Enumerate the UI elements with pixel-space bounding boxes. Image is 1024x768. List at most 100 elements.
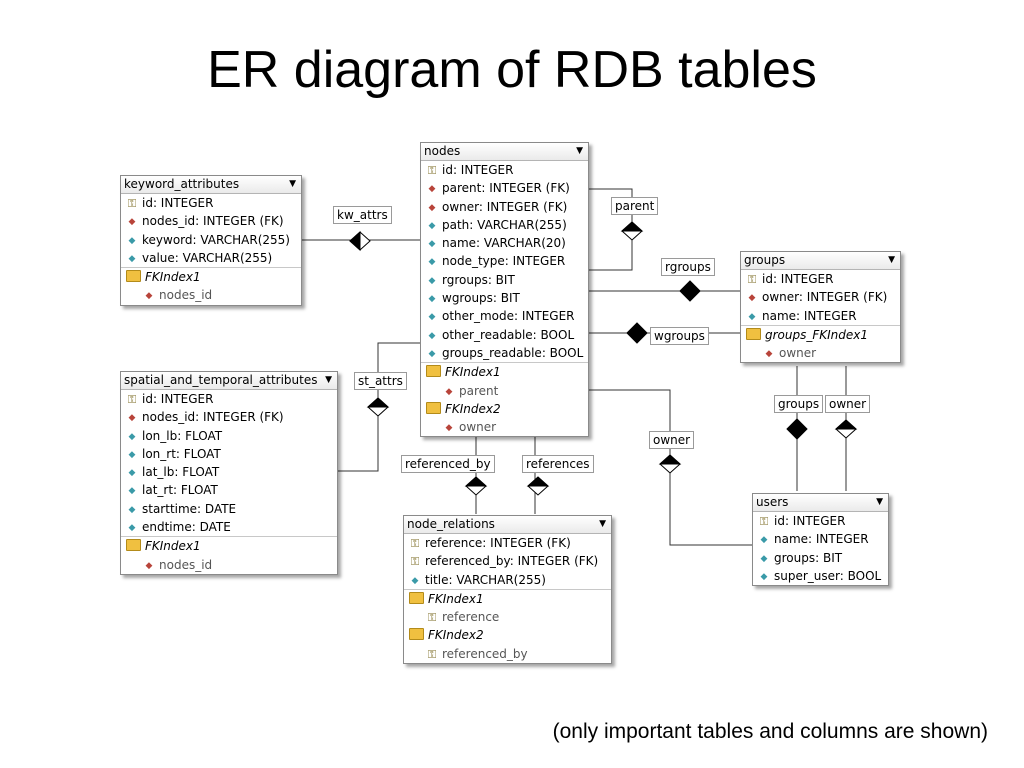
key-icon: ⚿ [759, 515, 769, 528]
column-row[interactable]: ◆owner: INTEGER (FK) [741, 288, 900, 306]
column-row[interactable]: ⚿id: INTEGER [741, 270, 900, 288]
folder-icon [126, 270, 141, 283]
table-header[interactable]: keyword_attributes▼ [121, 176, 301, 194]
relation-label-parent[interactable]: parent [611, 197, 659, 215]
dropdown-arrow-icon[interactable]: ▼ [289, 179, 296, 189]
relation-label-groups[interactable]: groups [774, 395, 824, 413]
column-row[interactable]: ⚿id: INTEGER [753, 512, 888, 530]
column-row[interactable]: ◆starttime: DATE [121, 500, 337, 518]
column-row[interactable]: ◆name: VARCHAR(20) [421, 234, 588, 252]
column-row[interactable]: ◆other_readable: BOOL [421, 326, 588, 344]
relation-label-references[interactable]: references [522, 455, 594, 473]
column-row[interactable]: ◆nodes_id: INTEGER (FK) [121, 212, 301, 230]
teal-diamond-icon: ◆ [760, 571, 768, 582]
index-column-row[interactable]: ⚿referenced_by [404, 645, 611, 663]
table-header[interactable]: spatial_and_temporal_attributes ▼ [121, 372, 337, 390]
column-row[interactable]: ◆super_user: BOOL [753, 567, 888, 585]
table-groups[interactable]: groups ▼ ⚿id: INTEGER ◆owner: INTEGER (FK… [740, 251, 901, 364]
table-keyword-attributes[interactable]: keyword_attributes▼ ⚿id: INTEGER ◆nodes_… [120, 175, 302, 306]
table-header[interactable]: groups ▼ [741, 252, 900, 270]
teal-diamond-icon: ◆ [128, 235, 136, 246]
dropdown-arrow-icon[interactable]: ▼ [888, 255, 895, 265]
column-row[interactable]: ◆value: VARCHAR(255) [121, 249, 301, 267]
column-row[interactable]: ◆parent: INTEGER (FK) [421, 179, 588, 197]
groups-users-diamond [786, 418, 808, 440]
dropdown-arrow-icon[interactable]: ▼ [599, 519, 606, 529]
key-icon: ⚿ [427, 611, 437, 625]
relation-label-referenced-by[interactable]: referenced_by [401, 455, 495, 473]
table-header[interactable]: users▼ [753, 494, 888, 512]
index-row[interactable]: FKIndex1 [121, 537, 337, 555]
teal-diamond-icon: ◆ [760, 553, 768, 564]
index-column-row[interactable]: ⚿reference [404, 608, 611, 626]
column-row[interactable]: ◆lat_lb: FLOAT [121, 463, 337, 481]
teal-diamond-icon: ◆ [428, 239, 436, 250]
table-name: groups [744, 253, 786, 267]
column-row[interactable]: ⚿id: INTEGER [121, 390, 337, 408]
red-diamond-icon: ◆ [128, 413, 136, 424]
index-row[interactable]: FKIndex2 [421, 400, 588, 418]
index-column-row[interactable]: ◆nodes_id [121, 286, 301, 304]
table-header[interactable]: nodes▼ [421, 143, 588, 161]
key-icon: ⚿ [127, 197, 137, 210]
relation-label-owner-users[interactable]: owner [649, 431, 695, 449]
column-row[interactable]: ◆lat_rt: FLOAT [121, 481, 337, 499]
column-row[interactable]: ◆owner: INTEGER (FK) [421, 198, 588, 216]
column-row[interactable]: ⚿id: INTEGER [421, 161, 588, 179]
slide-title: ER diagram of RDB tables [207, 41, 817, 99]
index-column-row[interactable]: ◆owner [741, 344, 900, 362]
index-row[interactable]: FKIndex1 [421, 363, 588, 381]
key-icon: ⚿ [427, 164, 437, 177]
index-column-row[interactable]: ◆owner [421, 418, 588, 436]
table-spatial-and-temporal-attributes[interactable]: spatial_and_temporal_attributes ▼ ⚿id: IN… [120, 371, 338, 575]
teal-diamond-icon: ◆ [428, 275, 436, 286]
column-row[interactable]: ◆rgroups: BIT [421, 271, 588, 289]
column-row[interactable]: ◆groups_readable: BOOL [421, 344, 588, 362]
dropdown-arrow-icon[interactable]: ▼ [876, 497, 883, 507]
column-row[interactable]: ◆wgroups: BIT [421, 289, 588, 307]
red-diamond-icon: ◆ [145, 291, 153, 302]
index-column-row[interactable]: ◆parent [421, 382, 588, 400]
folder-icon [426, 401, 441, 414]
folder-icon [126, 539, 141, 552]
relation-label-wgroups[interactable]: wgroups [650, 327, 709, 345]
red-diamond-icon: ◆ [765, 349, 773, 360]
teal-diamond-icon: ◆ [128, 468, 136, 479]
column-row[interactable]: ◆groups: BIT [753, 549, 888, 567]
column-row[interactable]: ⚿referenced_by: INTEGER (FK) [404, 552, 611, 570]
index-row[interactable]: FKIndex2 [404, 626, 611, 644]
column-row[interactable]: ⚿reference: INTEGER (FK) [404, 534, 611, 552]
column-row[interactable]: ◆node_type: INTEGER [421, 252, 588, 270]
table-name: spatial_and_temporal_attributes [124, 373, 318, 387]
column-row[interactable]: ⚿id: INTEGER [121, 194, 301, 212]
table-nodes[interactable]: nodes▼ ⚿id: INTEGER ◆parent: INTEGER (FK… [420, 142, 589, 438]
teal-diamond-icon: ◆ [128, 253, 136, 264]
table-header[interactable]: node_relations▼ [404, 516, 611, 534]
relation-label-kw-attrs[interactable]: kw_attrs [333, 206, 392, 224]
index-row[interactable]: groups_FKIndex1 [741, 326, 900, 344]
dropdown-arrow-icon[interactable]: ▼ [325, 375, 332, 385]
table-users[interactable]: users▼ ⚿id: INTEGER ◆name: INTEGER ◆grou… [752, 493, 889, 587]
folder-icon [409, 591, 424, 604]
folder-icon [426, 365, 441, 378]
index-row[interactable]: FKIndex1 [121, 268, 301, 286]
table-node-relations[interactable]: node_relations▼ ⚿reference: INTEGER (FK)… [403, 515, 612, 665]
relation-label-owner-groups[interactable]: owner [825, 395, 871, 413]
dropdown-arrow-icon[interactable]: ▼ [576, 146, 583, 156]
footnote: (only important tables and columns are s… [552, 720, 988, 743]
column-row[interactable]: ◆title: VARCHAR(255) [404, 571, 611, 589]
column-row[interactable]: ◆path: VARCHAR(255) [421, 216, 588, 234]
index-row[interactable]: FKIndex1 [404, 590, 611, 608]
column-row[interactable]: ◆name: INTEGER [753, 530, 888, 548]
column-row[interactable]: ◆other_mode: INTEGER [421, 307, 588, 325]
column-row[interactable]: ◆keyword: VARCHAR(255) [121, 231, 301, 249]
column-row[interactable]: ◆name: INTEGER [741, 307, 900, 325]
relation-label-rgroups[interactable]: rgroups [661, 258, 715, 276]
column-row[interactable]: ◆endtime: DATE [121, 518, 337, 536]
relation-label-st-attrs[interactable]: st_attrs [354, 372, 407, 390]
column-row[interactable]: ◆nodes_id: INTEGER (FK) [121, 408, 337, 426]
column-row[interactable]: ◆lon_lb: FLOAT [121, 427, 337, 445]
column-row[interactable]: ◆lon_rt: FLOAT [121, 445, 337, 463]
index-column-row[interactable]: ◆nodes_id [121, 556, 337, 574]
